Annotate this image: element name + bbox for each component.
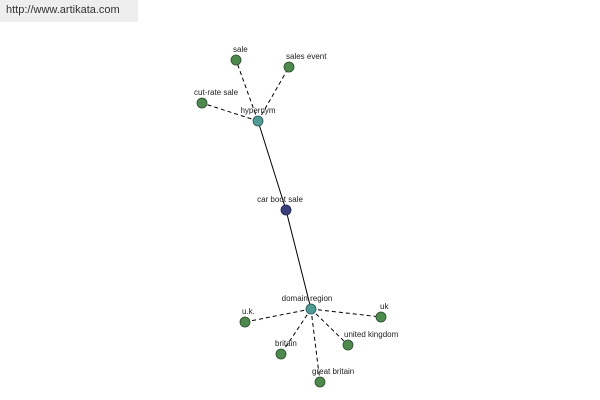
hub-node-domain-region: [305, 303, 317, 315]
edge-hypernym-sales-event: [257, 66, 290, 122]
leaf-node-britain: [275, 348, 287, 360]
edge-hypernym-sale: [235, 59, 259, 122]
edge-center-domain-region: [285, 209, 312, 310]
edge-center-hypernym: [257, 120, 287, 211]
leaf-label-cut-rate-sale: cut-rate sale: [194, 88, 239, 97]
edge-domain-region-great-britain: [310, 308, 321, 383]
center-label: car boot sale: [257, 195, 303, 204]
edge-domain-region-u-k: [244, 308, 312, 323]
edge-domain-region-uk: [310, 308, 382, 318]
leaf-label-uk: uk: [380, 302, 389, 311]
leaf-label-britain: britain: [275, 339, 297, 348]
leaf-node-sales-event: [283, 61, 295, 73]
labels-group: sale sales event cut-rate sale u.k. uk united…: [194, 45, 399, 376]
leaf-label-sales-event: sales event: [286, 52, 327, 61]
leaf-label-sale: sale: [233, 45, 248, 54]
watermark-url: http://www.artikata.com: [6, 4, 120, 16]
hub-label-domain-region: domain region: [282, 294, 333, 303]
edge-domain-region-united-kingdom: [310, 308, 349, 346]
leaf-label-united-kingdom: united kingdom: [344, 330, 399, 339]
nodes-group: [196, 54, 387, 388]
leaf-node-united-kingdom: [342, 339, 354, 351]
hub-label-hypernym: hypernym: [240, 106, 275, 115]
leaf-label-great-britain: great britain: [312, 367, 354, 376]
hub-node-hypernym: [252, 115, 264, 127]
leaf-node-great-britain: [314, 376, 326, 388]
edge-domain-region-britain: [280, 308, 312, 355]
edge-hypernym-cut-rate-sale: [201, 102, 259, 122]
watermark-banner: http://www.artikata.com: [0, 0, 138, 22]
leaf-node-uk: [375, 311, 387, 323]
leaf-node-u-k: [239, 316, 251, 328]
leaf-label-u-k: u.k.: [242, 307, 255, 316]
center-node: [280, 204, 292, 216]
edges-group: [201, 59, 382, 383]
leaf-node-cut-rate-sale: [196, 97, 208, 109]
leaf-node-sale: [230, 54, 242, 66]
